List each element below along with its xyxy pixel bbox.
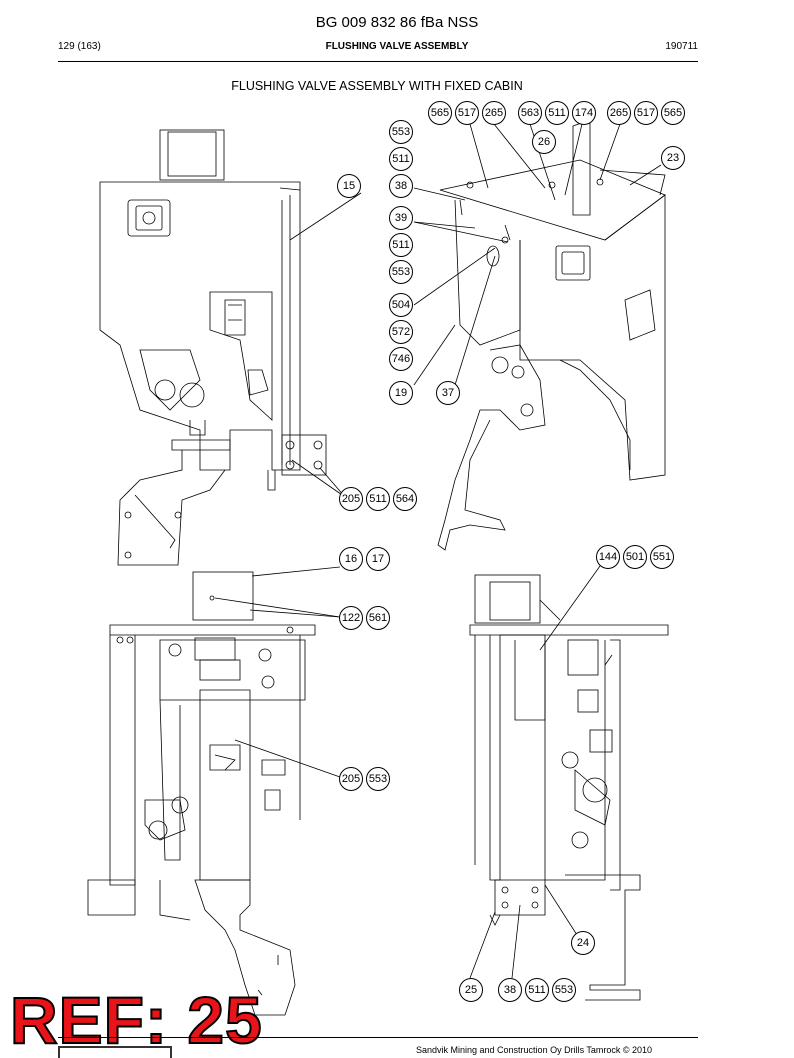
balloon-511: 511 — [545, 101, 569, 125]
balloon-551: 551 — [650, 545, 674, 569]
balloon-19: 19 — [389, 381, 413, 405]
document-code: 190711 — [665, 41, 698, 52]
balloon-25: 25 — [459, 978, 483, 1002]
balloon-565: 565 — [661, 101, 685, 125]
footer-rule — [58, 1037, 698, 1038]
balloon-565: 565 — [428, 101, 452, 125]
leader-lines — [214, 123, 662, 979]
balloon-553: 553 — [552, 978, 576, 1002]
balloon-511: 511 — [389, 147, 413, 171]
balloon-205: 205 — [339, 767, 363, 791]
balloon-501: 501 — [623, 545, 647, 569]
balloon-563: 563 — [518, 101, 542, 125]
balloon-561: 561 — [366, 606, 390, 630]
balloon-174: 174 — [572, 101, 596, 125]
balloon-265: 265 — [482, 101, 506, 125]
balloon-205: 205 — [339, 487, 363, 511]
company-logo — [58, 1046, 172, 1058]
balloon-511: 511 — [389, 233, 413, 257]
header-rule — [58, 61, 698, 62]
balloon-504: 504 — [389, 293, 413, 317]
balloon-39: 39 — [389, 206, 413, 230]
balloon-122: 122 — [339, 606, 363, 630]
balloon-517: 517 — [634, 101, 658, 125]
balloon-511: 511 — [366, 487, 390, 511]
balloon-15: 15 — [337, 174, 361, 198]
balloon-553: 553 — [366, 767, 390, 791]
balloon-38: 38 — [389, 174, 413, 198]
balloon-265: 265 — [607, 101, 631, 125]
document-title: BG 009 832 86 fBa NSS — [315, 14, 479, 31]
figure-title: FLUSHING VALVE ASSEMBLY WITH FIXED CABIN — [231, 79, 523, 93]
balloon-23: 23 — [661, 146, 685, 170]
balloon-17: 17 — [366, 547, 390, 571]
front-view-drawing — [87, 571, 316, 1016]
balloon-553: 553 — [389, 260, 413, 284]
balloon-564: 564 — [393, 487, 417, 511]
balloon-553: 553 — [389, 120, 413, 144]
footer-copyright: Sandvik Mining and Construction Oy Drill… — [416, 1045, 653, 1055]
balloon-37: 37 — [436, 381, 460, 405]
balloon-38: 38 — [498, 978, 522, 1002]
balloon-26: 26 — [532, 130, 556, 154]
balloon-24: 24 — [571, 931, 595, 955]
balloon-746: 746 — [389, 347, 413, 371]
page-number: 129 (163) — [58, 41, 101, 52]
balloon-517: 517 — [455, 101, 479, 125]
balloon-144: 144 — [596, 545, 620, 569]
balloon-511: 511 — [525, 978, 549, 1002]
perspective-view-drawing — [437, 119, 666, 551]
section-heading: FLUSHING VALVE ASSEMBLY — [325, 41, 469, 52]
balloon-572: 572 — [389, 320, 413, 344]
side-view-drawing — [99, 129, 327, 566]
balloon-16: 16 — [339, 547, 363, 571]
ref-label: REF: 25 — [9, 983, 263, 1057]
rear-view-drawing — [469, 574, 669, 1001]
